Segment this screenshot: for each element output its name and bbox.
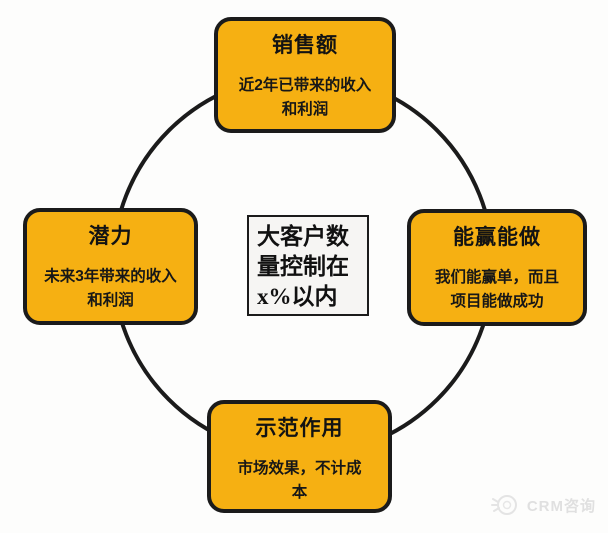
center-note-line1: 大客户数 <box>257 224 349 249</box>
node-winnable-desc-line1: 我们能赢单，而且 <box>434 269 559 286</box>
node-potential-desc: 未来3年带来的收入 和利润 <box>44 265 177 313</box>
center-note-line3: x%以内 <box>257 284 338 309</box>
node-demonstration: 示范作用 市场效果，不计成 本 <box>207 400 392 513</box>
node-potential-desc-line2: 和利润 <box>87 292 134 309</box>
crm-logo-icon <box>490 495 517 515</box>
node-winnable: 能赢能做 我们能赢单，而且 项目能做成功 <box>407 209 587 326</box>
watermark: CRM咨询 <box>489 489 596 521</box>
node-potential-desc-line1: 未来3年带来的收入 <box>44 268 177 285</box>
center-note: 大客户数 量控制在 x%以内 <box>247 215 369 316</box>
node-demonstration-desc: 市场效果，不计成 本 <box>237 457 361 505</box>
node-demonstration-desc-line1: 市场效果，不计成 <box>237 460 362 477</box>
watermark-label: CRM咨询 <box>526 497 596 515</box>
node-winnable-desc: 我们能赢单，而且 项目能做成功 <box>435 266 559 314</box>
center-note-line2: 量控制在 <box>257 254 349 279</box>
node-sales-title: 销售额 <box>272 34 338 57</box>
node-demonstration-desc-line2: 本 <box>291 484 308 501</box>
node-sales: 销售额 近2年已带来的收入 和利润 <box>214 17 396 133</box>
node-sales-desc-line2: 和利润 <box>281 101 329 118</box>
node-sales-desc-line1: 近2年已带来的收入 <box>238 77 372 94</box>
node-sales-desc: 近2年已带来的收入 和利润 <box>239 74 372 122</box>
node-winnable-title: 能赢能做 <box>453 226 541 249</box>
node-winnable-desc-line2: 项目能做成功 <box>450 293 544 310</box>
node-potential: 潜力 未来3年带来的收入 和利润 <box>23 208 198 325</box>
node-demonstration-title: 示范作用 <box>255 417 344 440</box>
node-potential-title: 潜力 <box>88 225 133 248</box>
